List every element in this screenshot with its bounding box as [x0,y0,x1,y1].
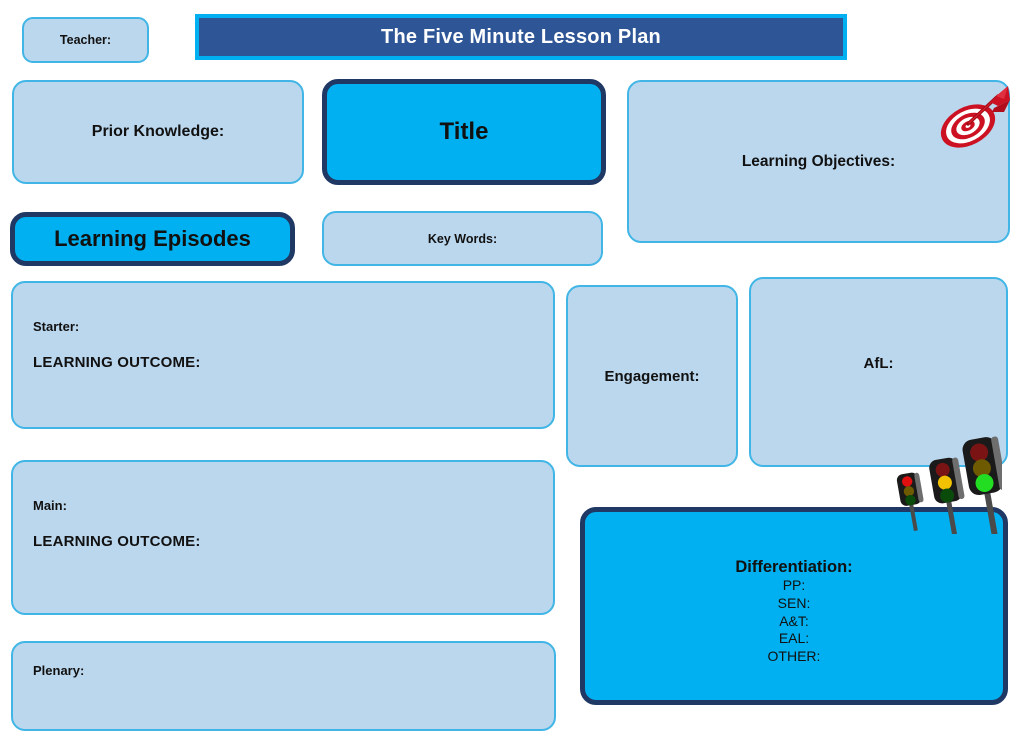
differentiation-item-at: A&T: [779,612,809,629]
prior-knowledge-box[interactable]: Prior Knowledge: [12,80,304,184]
main-box[interactable]: Main: LEARNING OUTCOME: [11,460,555,615]
title-label: Title [439,118,489,145]
key-words-box[interactable]: Key Words: [322,211,603,266]
starter-learning-outcome-label: LEARNING OUTCOME: [33,354,201,371]
differentiation-title: Differentiation: [735,558,853,576]
differentiation-item-pp: PP: [782,576,806,593]
header-band: The Five Minute Lesson Plan [195,14,847,60]
learning-objectives-box[interactable]: Learning Objectives: [627,80,1010,243]
differentiation-item-eal: EAL: [778,630,810,647]
title-box[interactable]: Title [322,79,606,185]
afl-label: AfL: [863,355,894,372]
learning-episodes-label: Learning Episodes [54,226,251,251]
plenary-box[interactable]: Plenary: [11,641,556,731]
engagement-box[interactable]: Engagement: [566,285,738,467]
key-words-label: Key Words: [427,231,498,246]
afl-box[interactable]: AfL: [749,277,1008,467]
plenary-label: Plenary: [33,663,85,678]
starter-label: Starter: [33,319,80,334]
page-title: The Five Minute Lesson Plan [381,25,661,48]
learning-objectives-label: Learning Objectives: [741,152,896,170]
teacher-box[interactable]: Teacher: [22,17,149,63]
main-learning-outcome-label: LEARNING OUTCOME: [33,533,201,550]
learning-episodes-box[interactable]: Learning Episodes [10,212,295,266]
differentiation-item-sen: SEN: [777,594,811,611]
differentiation-item-other: OTHER: [767,648,821,665]
teacher-label: Teacher: [59,33,112,47]
starter-box[interactable]: Starter: LEARNING OUTCOME: [11,281,555,429]
engagement-label: Engagement: [604,367,700,385]
main-label: Main: [33,498,67,513]
differentiation-box[interactable]: Differentiation: PP: SEN: A&T: EAL: OTHE… [580,507,1008,705]
prior-knowledge-label: Prior Knowledge: [91,123,225,140]
